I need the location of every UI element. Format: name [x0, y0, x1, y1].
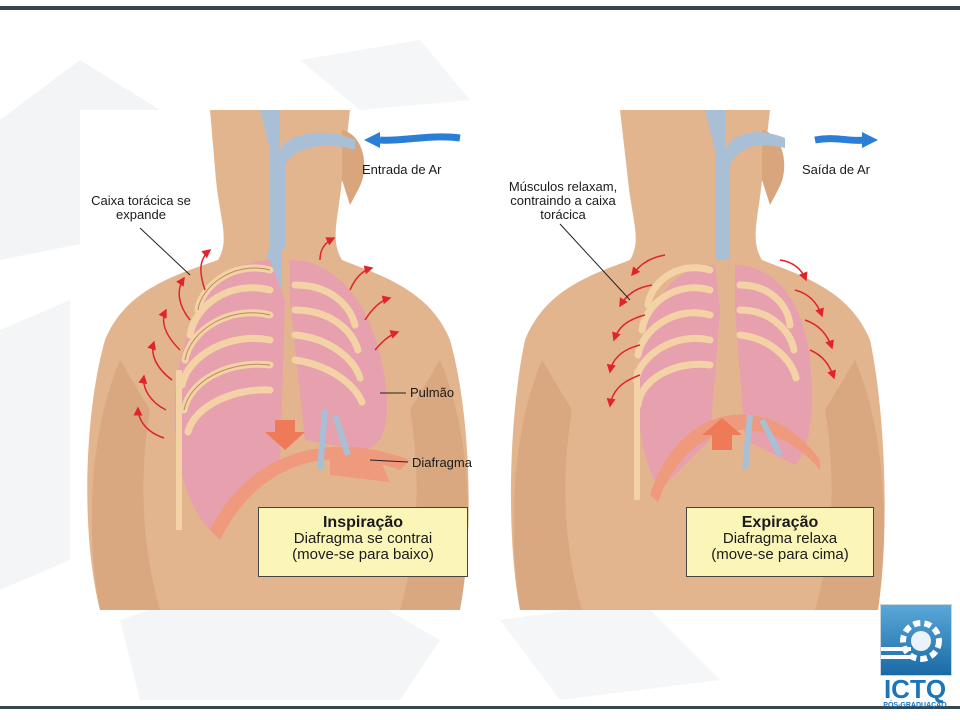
inspiration-panel: Entrada de Ar Caixa torácica se expande … [80, 110, 480, 610]
inspiration-caption-box: Inspiração Diafragma se contrai (move-se… [258, 507, 468, 577]
ictq-logo: ICTQ PÓS-GRADUAÇÃO [880, 604, 952, 712]
muscles-relax-label: Músculos relaxam, contraindo a caixa tor… [500, 180, 638, 222]
logo-subtitle: PÓS-GRADUAÇÃO [883, 702, 947, 709]
air-outflow-label: Saída de Ar [802, 162, 870, 177]
muscles-relax-line3: torácica [540, 207, 586, 222]
inspiration-title: Inspiração [322, 514, 404, 531]
expiration-caption-box: Expiração Diafragma relaxa (move-se para… [686, 507, 874, 577]
inspiration-line2: (move-se para baixo) [292, 546, 434, 563]
expiration-line1: Diafragma relaxa [722, 530, 838, 547]
inspiration-line1: Diafragma se contrai [293, 530, 433, 547]
rib-expand-label: Caixa torácica se expande [91, 193, 191, 222]
expiration-illustration [510, 110, 885, 610]
logo-gear-tile [880, 604, 952, 676]
gear-icon [881, 620, 942, 662]
air-intake-label: Entrada de Ar [362, 162, 442, 177]
logo-name: ICTQ [883, 674, 947, 704]
expiration-panel: Saída de Ar Músculos relaxam, contraindo… [500, 110, 890, 610]
diaphragm-label: Diafragma [412, 455, 472, 470]
expiration-title: Expiração [741, 514, 819, 531]
expiration-line2: (move-se para cima) [711, 546, 849, 563]
muscles-relax-line1: Músculos relaxam, [508, 179, 618, 194]
bottom-divider [0, 706, 960, 709]
lung-label: Pulmão [410, 385, 455, 400]
inspiration-illustration [87, 110, 469, 610]
top-divider [0, 6, 960, 10]
muscles-relax-line2: contraindo a caixa [510, 193, 616, 208]
